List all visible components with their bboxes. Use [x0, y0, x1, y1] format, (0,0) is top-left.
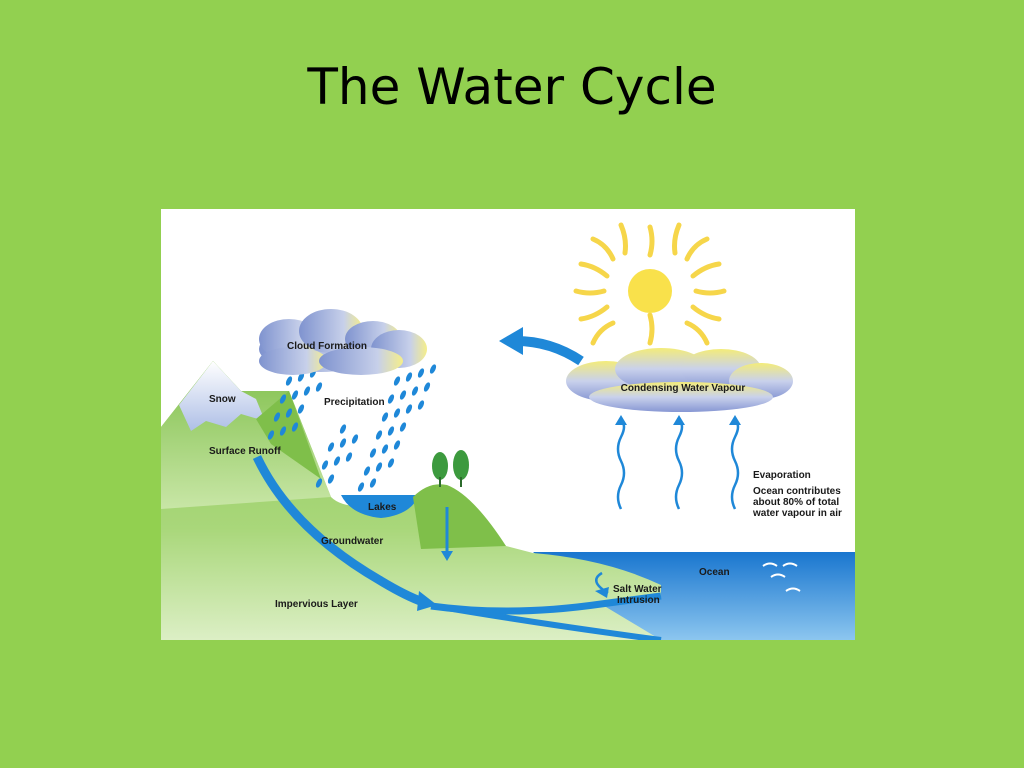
- infiltration-arrowhead: [441, 551, 453, 561]
- evaporation-arrows: [616, 419, 740, 510]
- snow-cap: [179, 361, 265, 431]
- hill: [413, 484, 506, 549]
- slide-title: The Water Cycle: [307, 58, 717, 116]
- label-ocean-note-2: about 80% of total: [753, 497, 839, 508]
- tree-trunk: [439, 477, 441, 487]
- water-cycle-diagram: Cloud Formation Condensing Water Vapour …: [161, 209, 855, 640]
- mountain: [161, 361, 331, 509]
- label-impervious-layer: Impervious Layer: [275, 599, 358, 610]
- water-cycle-illustration: Cloud Formation Condensing Water Vapour …: [161, 222, 855, 640]
- label-ocean-note-1: Ocean contributes: [753, 486, 841, 497]
- label-snow: Snow: [209, 394, 236, 405]
- runoff-groundwater-arrow: [252, 455, 425, 607]
- rain-drops: [267, 364, 437, 492]
- intrusion-arrowhead: [595, 587, 609, 598]
- label-condensing-water-vapour: Condensing Water Vapour: [621, 383, 746, 394]
- label-ocean: Ocean: [699, 567, 730, 578]
- tree-icon: [432, 452, 448, 480]
- tree-trunk: [460, 477, 462, 487]
- evaporation-arrowheads: [615, 415, 741, 425]
- condensing-cloud-icon: [566, 348, 793, 412]
- label-groundwater: Groundwater: [321, 536, 383, 547]
- cloud-formation-icon: [259, 309, 427, 375]
- label-ocean-note-3: water vapour in air: [752, 508, 842, 519]
- label-lakes: Lakes: [368, 502, 397, 513]
- label-surface-runoff: Surface Runoff: [209, 446, 281, 457]
- cloud-movement-arrow: [515, 336, 584, 366]
- mountain-peak: [256, 391, 321, 479]
- lake: [341, 495, 419, 518]
- label-salt-water: Salt Water: [613, 584, 662, 595]
- sun-icon: [573, 222, 727, 346]
- groundwater-lower-arrow: [440, 604, 662, 640]
- label-cloud-formation: Cloud Formation: [287, 341, 367, 352]
- tree-icon: [453, 450, 469, 480]
- label-precipitation: Precipitation: [324, 397, 385, 408]
- cloud-movement-arrowhead: [499, 327, 523, 355]
- ocean-waves-icon: [762, 562, 801, 592]
- label-evaporation: Evaporation: [753, 470, 811, 481]
- label-intrusion: Intrusion: [617, 595, 660, 606]
